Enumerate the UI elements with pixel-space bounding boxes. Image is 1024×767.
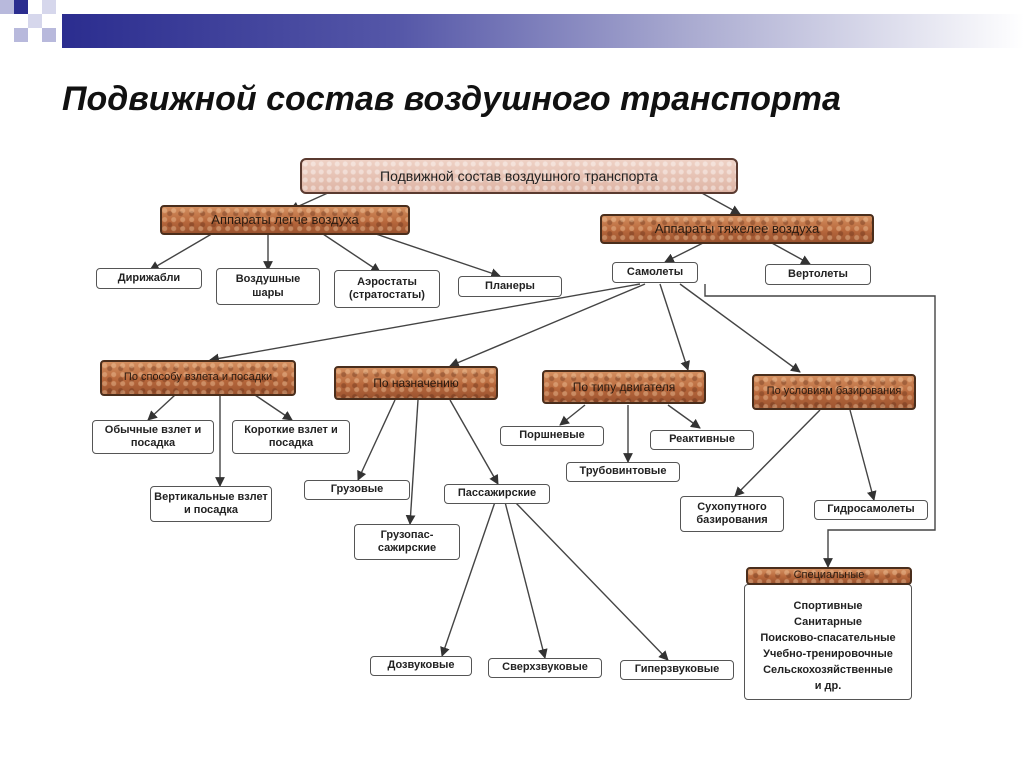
node-land-based: Сухопутного базирования — [680, 496, 784, 532]
node-cargo: Грузовые — [304, 480, 410, 500]
node-cargo-passenger: Грузопас-сажирские — [354, 524, 460, 560]
node-seaplanes: Гидросамолеты — [814, 500, 928, 520]
node-subsonic: Дозвуковые — [370, 656, 472, 676]
special-item: Санитарные — [794, 615, 862, 628]
node-passenger: Пассажирские — [444, 484, 550, 504]
node-gliders: Планеры — [458, 276, 562, 297]
class-special: Специальные — [746, 567, 912, 585]
node-jet: Реактивные — [650, 430, 754, 450]
node-normal-takeoff: Обычные взлет и посадка — [92, 420, 214, 454]
node-helicopters: Вертолеты — [765, 264, 871, 285]
node-balloons: Воздушные шары — [216, 268, 320, 305]
slide-title: Подвижной состав воздушного транспорта — [62, 80, 841, 118]
node-turboprop: Трубовинтовые — [566, 462, 680, 482]
node-short-takeoff: Короткие взлет и посадка — [232, 420, 350, 454]
special-item: и др. — [814, 679, 842, 692]
root-node: Подвижной состав воздушного транспорта — [300, 158, 738, 194]
class-by-basing: По условиям базирования — [752, 374, 916, 410]
node-airplanes: Самолеты — [612, 262, 698, 283]
class-by-purpose: По назначению — [334, 366, 498, 400]
class-by-takeoff: По способу взлета и посадки — [100, 360, 296, 396]
special-item: Учебно-тренировочные — [763, 647, 893, 660]
special-item: Сельскохозяйственные — [763, 663, 893, 676]
special-item: Поисково-спасательные — [760, 631, 896, 644]
node-vertical-takeoff: Вертикальные взлет и посадка — [150, 486, 272, 522]
special-item: Спортивные — [793, 600, 863, 612]
class-by-engine: По типу двигателя — [542, 370, 706, 404]
header-gradient-bar — [62, 14, 1024, 48]
special-list-panel: Спортивные Санитарные Поисково-спасатель… — [744, 584, 912, 700]
node-dirigibles: Дирижабли — [96, 268, 202, 289]
category-heavier-than-air: Аппараты тяжелее воздуха — [600, 214, 874, 244]
node-supersonic: Сверхзвуковые — [488, 658, 602, 678]
node-hypersonic: Гиперзвуковые — [620, 660, 734, 680]
node-piston: Поршневые — [500, 426, 604, 446]
category-lighter-than-air: Аппараты легче воздуха — [160, 205, 410, 235]
node-aerostats: Аэростаты (стратостаты) — [334, 270, 440, 308]
